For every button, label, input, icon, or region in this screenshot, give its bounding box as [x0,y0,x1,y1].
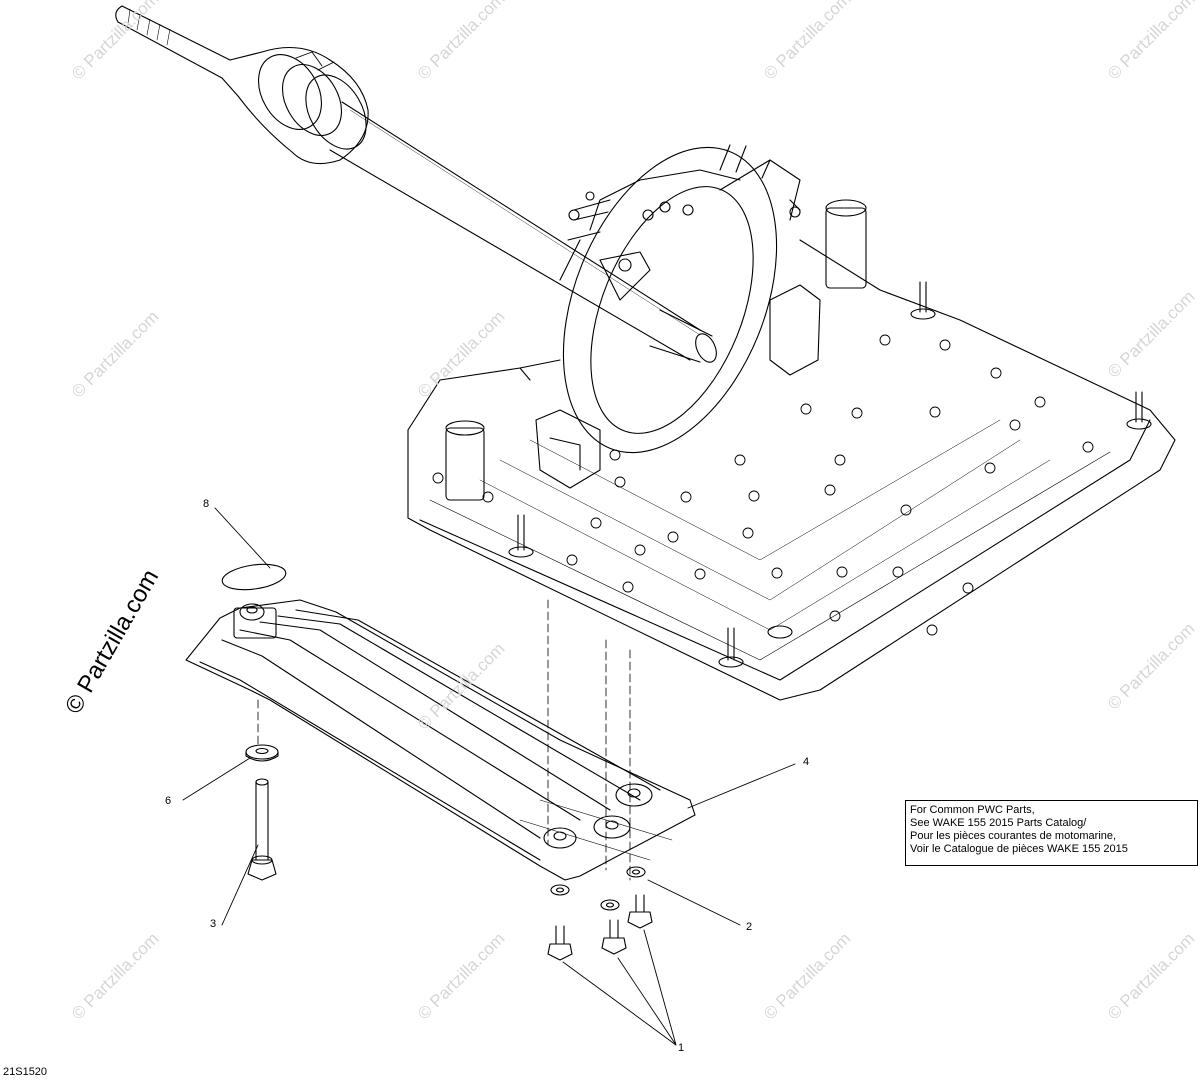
callout-8: 8 [203,498,210,510]
diagram-code: 21S1520 [3,1066,48,1078]
washers-2 [550,866,646,911]
callout-4: 4 [803,756,810,768]
note-line-2: See WAKE 155 2015 Parts Catalog/ [910,817,1087,829]
washer-6 [245,744,279,762]
callout-2: 2 [746,921,753,933]
note-line-4: Voir le Catalogue de pièces WAKE 155 201… [910,843,1128,855]
intake-grate [185,599,696,881]
common-parts-note: For Common PWC Parts, See WAKE 155 2015 … [905,800,1198,866]
alignment-lines [257,599,631,881]
callout-3: 3 [210,918,217,930]
callout-6: 6 [165,795,172,807]
bolt-3 [247,778,277,881]
screws-1 [547,894,653,961]
decal-part [221,563,287,591]
callout-1: 1 [678,1042,685,1054]
drive-shaft [115,5,717,363]
note-line-3: Pour les pièces courantes de motomarine, [910,830,1117,842]
note-line-1: For Common PWC Parts, [910,804,1035,816]
leader-lines [182,507,796,1046]
pump-housing [535,144,821,489]
ride-plate [407,199,1176,701]
